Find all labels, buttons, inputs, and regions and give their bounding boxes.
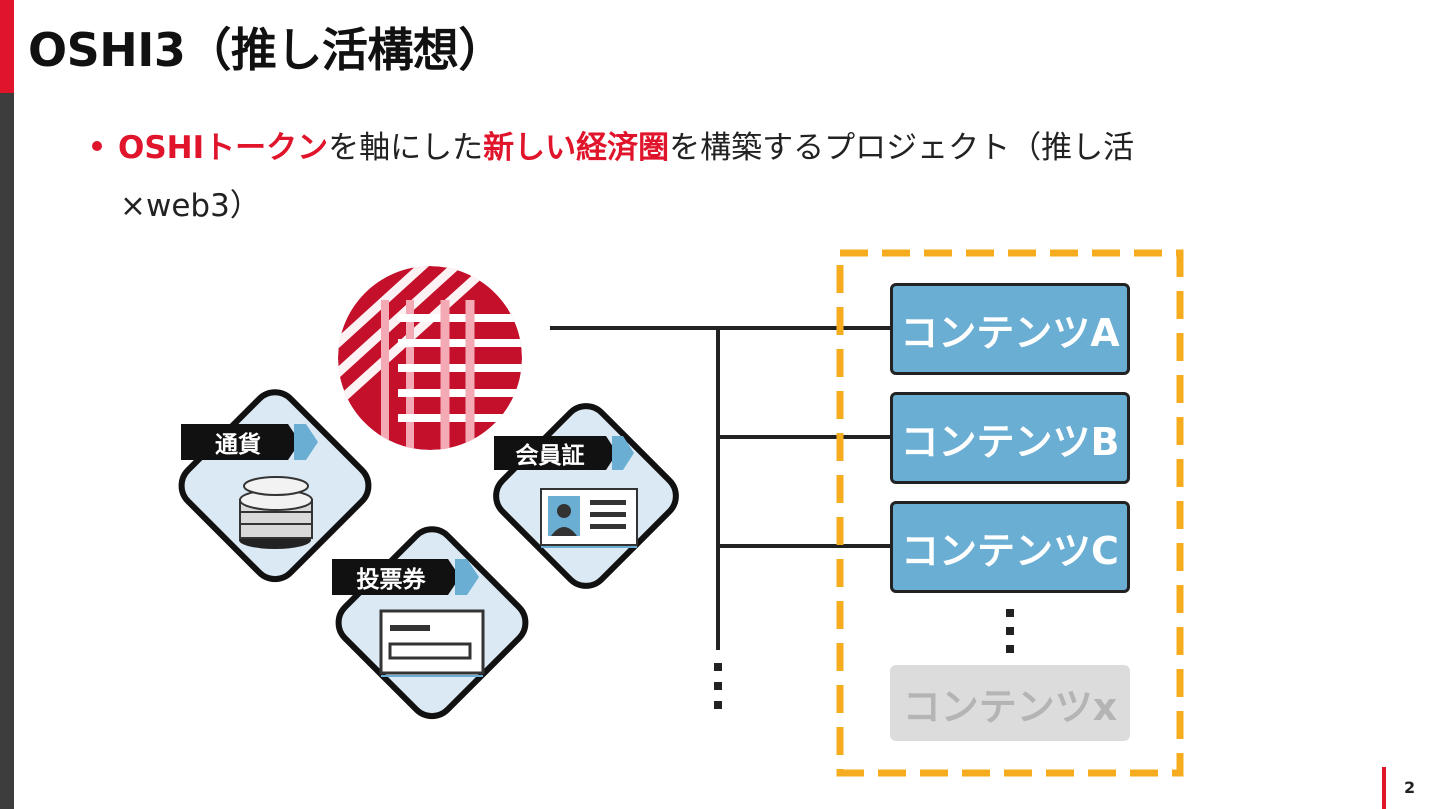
contents-group-border <box>836 249 1184 777</box>
connector-lines <box>550 326 890 650</box>
page-title: OSHI3（推し活構想） <box>28 23 504 77</box>
bullet-dot <box>92 140 102 151</box>
page-number-bar <box>1382 767 1386 809</box>
id-card-icon <box>540 488 638 548</box>
bullet-item-continuation: ×web3） <box>120 188 261 224</box>
tile-voting-ticket: 投票券 <box>332 526 529 720</box>
ellipsis-contents <box>1006 609 1014 653</box>
tile-membership: 会員証 <box>493 403 679 589</box>
highlight-oshi-token: OSHIトークン <box>118 130 329 166</box>
oshi-logo <box>338 266 522 450</box>
content-box-b: コンテンツB <box>890 392 1130 484</box>
bullet-text-2: を構築するプロジェクト（推し活 <box>669 130 1135 166</box>
accent-bar <box>0 0 14 93</box>
tile-label-voting-ticket: 投票券 <box>357 566 427 593</box>
page-number: 2 <box>1404 778 1416 797</box>
ticket-icon <box>379 609 485 677</box>
bullet-text-1: を軸にした <box>328 130 484 166</box>
tile-label-membership: 会員証 <box>516 442 585 469</box>
ellipsis-lines <box>714 663 722 709</box>
tile-label-currency: 通貨 <box>215 431 261 458</box>
coins-icon <box>239 476 313 549</box>
content-box-x: コンテンツx <box>890 665 1130 741</box>
bullet-item: OSHIトークンを軸にした新しい経済圏を構築するプロジェクト（推し活 <box>92 122 1134 167</box>
side-bar <box>0 93 14 809</box>
highlight-new-economy: 新しい経済圏 <box>483 130 670 166</box>
content-box-a: コンテンツA <box>890 283 1130 375</box>
tile-currency: 通貨 <box>178 389 372 583</box>
content-box-c: コンテンツC <box>890 501 1130 593</box>
